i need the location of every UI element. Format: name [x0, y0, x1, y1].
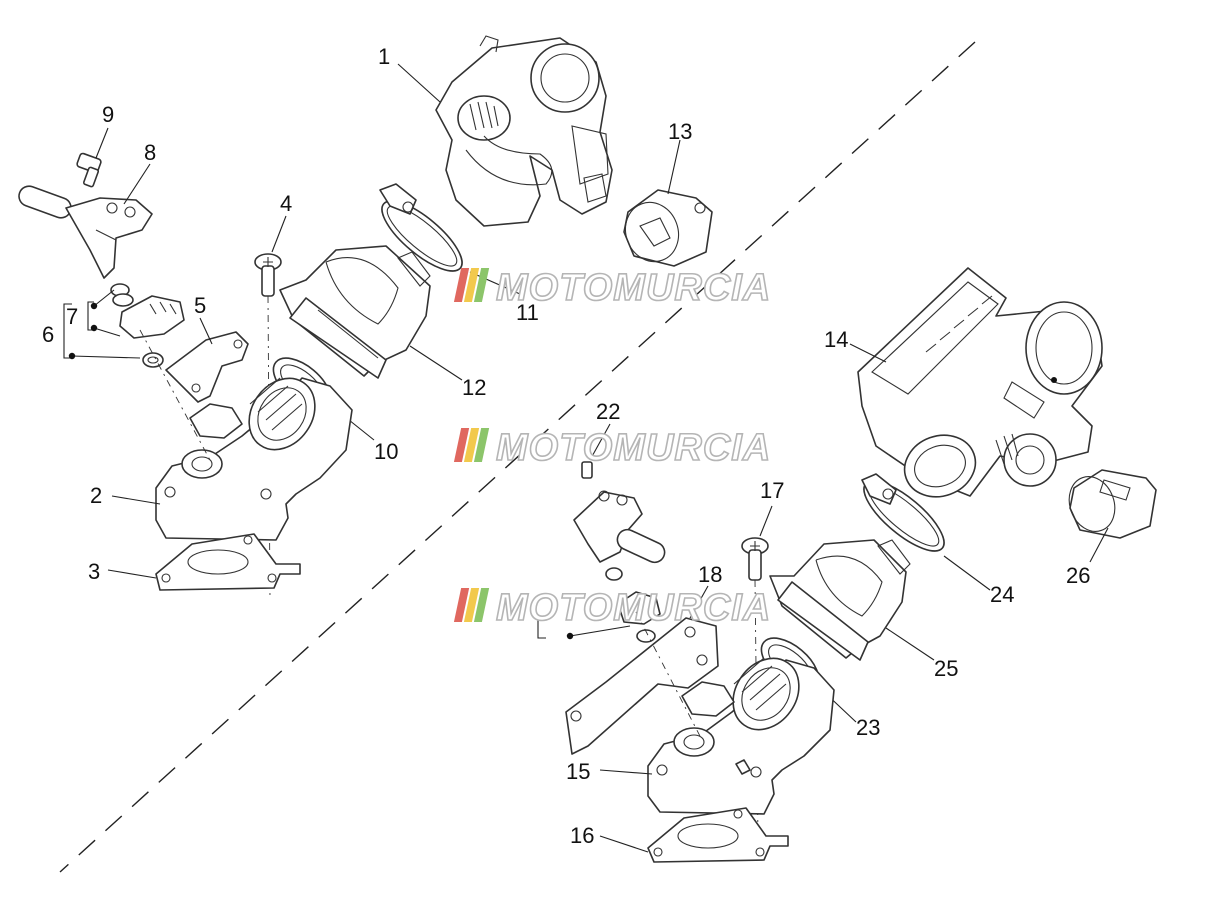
leader-7b	[93, 327, 121, 337]
leader-1	[397, 63, 441, 103]
leader-4	[271, 215, 287, 253]
callout-22: 22	[596, 399, 620, 424]
part-17-screw	[741, 537, 769, 581]
part-8-sensor-bracket	[18, 185, 153, 279]
leader-26	[1089, 527, 1109, 563]
leader-22	[589, 423, 611, 461]
watermark-2: MOTOMURCIA	[453, 426, 771, 470]
leader-25	[885, 627, 935, 661]
leader-17	[759, 505, 773, 537]
part-2-intake-manifold	[155, 377, 353, 541]
watermark-1: MOTOMURCIA	[453, 266, 771, 310]
part-11-clamp	[379, 183, 463, 272]
callout-11: 11	[516, 300, 539, 325]
leader-24	[943, 555, 991, 591]
part-15-intake-manifold	[647, 657, 835, 815]
leader-5	[199, 317, 213, 345]
dot-18	[566, 632, 574, 640]
callout-9: 9	[102, 102, 114, 127]
part-1-throttle-body	[435, 35, 613, 227]
leader-18-kit	[569, 625, 631, 637]
callout-24: 24	[990, 582, 1014, 607]
leader-7a	[93, 289, 115, 307]
part-3-gasket	[155, 533, 301, 591]
dot-7a	[90, 302, 98, 310]
part-22-sensor-bracket	[573, 461, 666, 564]
leader-15	[599, 769, 653, 775]
leader-9	[95, 127, 109, 159]
part-7-sensor-kit	[110, 283, 185, 368]
leader-14	[849, 343, 887, 363]
part-12-intake-duct	[279, 245, 431, 379]
part-14-throttle-body	[857, 267, 1103, 498]
callout-4: 4	[280, 191, 292, 216]
axis-screw-17	[754, 579, 759, 841]
leader-12	[409, 345, 463, 381]
part-9-bolt	[76, 152, 102, 188]
callout-8: 8	[144, 140, 156, 165]
leader-3	[107, 569, 157, 579]
callout-25: 25	[934, 656, 958, 681]
callout-7: 7	[66, 304, 78, 329]
leader-2	[111, 495, 161, 505]
dot-6	[68, 352, 76, 360]
bracket-7	[87, 301, 94, 331]
callout-15: 15	[566, 759, 590, 784]
callout-14: 14	[824, 327, 848, 352]
part-25-intake-duct	[769, 539, 911, 661]
axis-upper-left	[139, 329, 211, 461]
watermark-3: MOTOMURCIA	[453, 586, 771, 630]
callout-13: 13	[668, 119, 692, 144]
callout-6: 6	[42, 322, 54, 347]
leader-11	[469, 271, 521, 295]
watermark-text-1: MOTOMURCIA	[496, 267, 771, 309]
leader-6	[71, 355, 141, 359]
part-18-bracket-arm	[565, 567, 719, 755]
part-16-gasket	[647, 807, 789, 863]
callout-1: 1	[378, 44, 390, 69]
watermark-text-3: MOTOMURCIA	[496, 587, 771, 629]
callout-12: 12	[462, 375, 486, 400]
leader-16	[599, 835, 649, 853]
part-24-clamp	[861, 473, 945, 552]
leader-18	[689, 585, 709, 619]
axis-lower-right	[635, 611, 703, 741]
dot-7b	[90, 324, 98, 332]
dot-14	[1051, 377, 1057, 383]
leader-13	[667, 139, 681, 195]
callout-10: 10	[374, 439, 398, 464]
leader-8	[123, 163, 151, 205]
callout-3: 3	[88, 559, 100, 584]
part-13-cap	[623, 189, 713, 267]
bracket-6	[63, 303, 72, 359]
callout-17: 17	[760, 478, 784, 503]
bracket-18	[537, 615, 546, 639]
part-5-plate	[165, 331, 249, 403]
part-4-screw	[254, 253, 282, 297]
callout-26: 26	[1066, 563, 1090, 588]
callout-5: 5	[194, 293, 206, 318]
part-26-cap	[1068, 469, 1157, 539]
callout-2: 2	[90, 483, 102, 508]
callout-18: 18	[698, 562, 722, 587]
assembly-separator-line	[59, 41, 976, 873]
watermark-text-2: MOTOMURCIA	[496, 427, 771, 469]
callout-16: 16	[570, 823, 594, 848]
callout-23: 23	[856, 715, 880, 740]
